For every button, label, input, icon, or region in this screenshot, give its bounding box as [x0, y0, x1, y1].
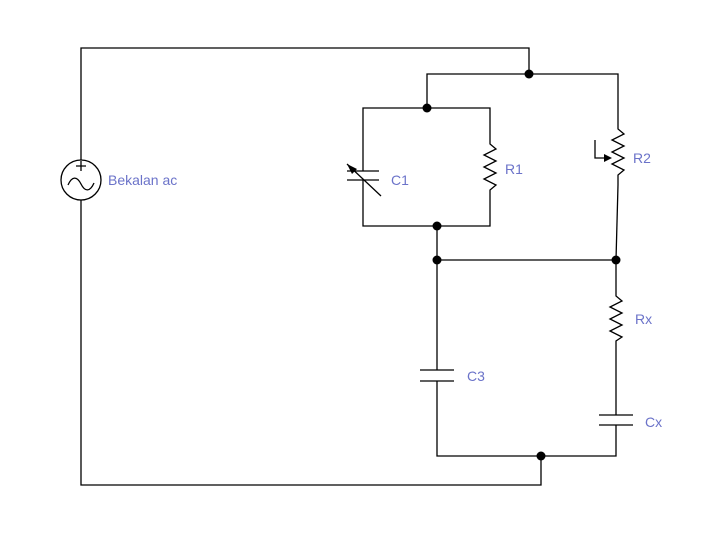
junction-node	[432, 255, 442, 265]
wire-c3-bottom	[436, 381, 617, 457]
c3-label: C3	[467, 368, 485, 384]
ac-source-label: Bekalan ac	[108, 172, 177, 188]
capacitor-c1: C1	[346, 160, 409, 197]
r1-label: R1	[505, 161, 523, 177]
junction-node	[536, 451, 546, 461]
plus-icon	[76, 161, 86, 171]
capacitor-c3: C3	[420, 368, 485, 384]
junction-nodes	[422, 69, 621, 461]
sine-wave-icon	[67, 177, 95, 191]
junction-node	[432, 221, 442, 231]
cx-label: Cx	[645, 414, 662, 430]
wire-r2-down	[615, 184, 619, 261]
wires	[80, 47, 619, 486]
ac-source: Bekalan ac	[60, 159, 177, 201]
c1-label: C1	[391, 172, 409, 188]
r2-label: R2	[633, 150, 651, 166]
junction-node	[524, 69, 534, 79]
capacitor-cx: Cx	[599, 414, 662, 430]
wire-parallel-top	[362, 107, 491, 160]
wire-source-bottom	[80, 200, 542, 486]
resistor-r2: R2	[594, 125, 651, 185]
junction-node	[422, 103, 432, 113]
wiper-icon	[594, 140, 606, 159]
resistor-rx: Rx	[608, 292, 652, 345]
rx-label: Rx	[635, 311, 652, 327]
junction-node	[611, 255, 621, 265]
wire-parallel-bottom	[362, 190, 491, 227]
wire-upper-rail	[426, 73, 619, 125]
resistor-r1: R1	[482, 140, 523, 195]
wire-source-top	[80, 47, 530, 160]
ac-source-symbol	[60, 159, 102, 201]
